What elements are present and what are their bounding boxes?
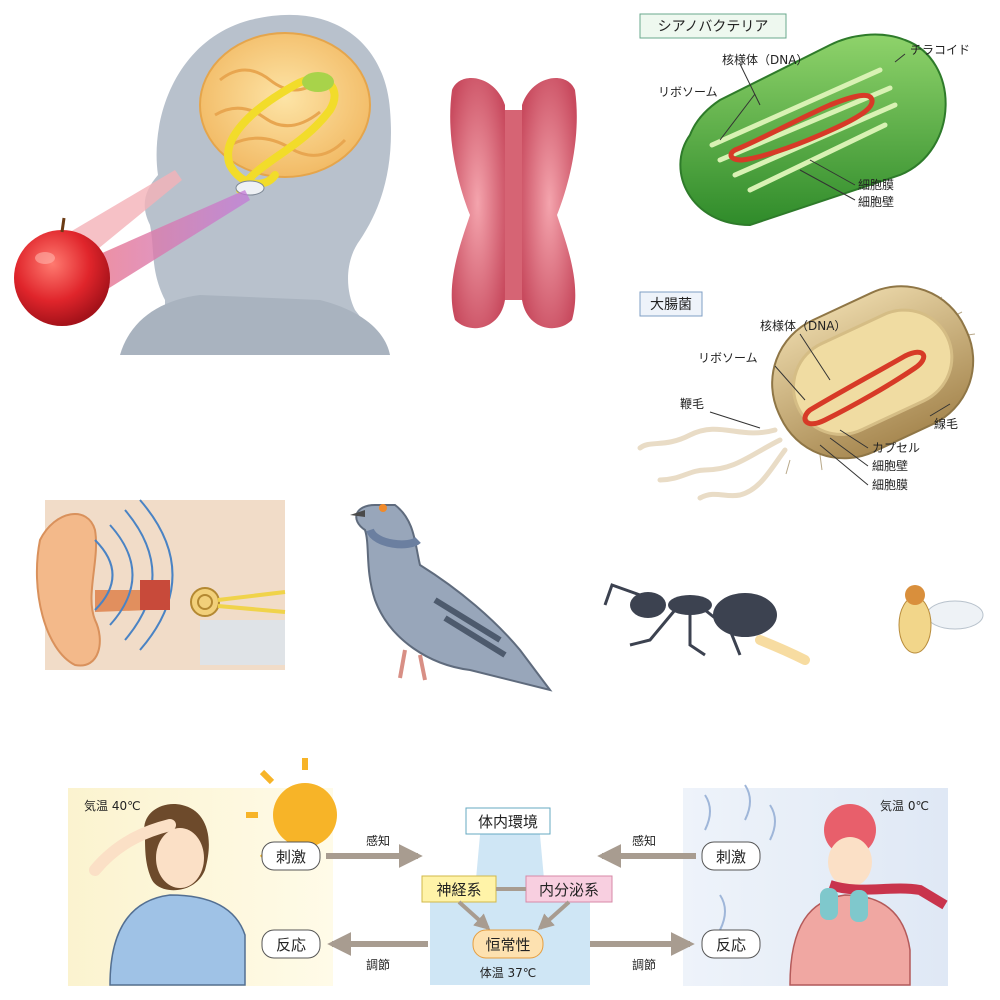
vision-illustration (14, 14, 391, 356)
pigeon-illustration (350, 504, 553, 692)
response-left-label: 反応 (276, 936, 306, 954)
ant-abdomen (713, 593, 777, 637)
light-beam-upper (65, 170, 182, 262)
response-left-box (261, 929, 321, 959)
outer-ear (35, 513, 101, 667)
ecoli-flagellum (637, 426, 788, 501)
pigeon-eye (379, 504, 387, 512)
ecoli-label-pilus: 線毛 (934, 416, 958, 431)
body-temperature-label: 体温 37℃ (480, 966, 537, 980)
cyanobacteria-label-cell-membrane: 細胞膜 (858, 178, 894, 192)
ear-illustration (35, 499, 286, 670)
sun-icon (246, 758, 337, 861)
endocrine-system-label: 内分泌系 (539, 881, 599, 899)
fly-body (898, 596, 932, 654)
homeostasis-box (472, 929, 544, 959)
snow-streaks (704, 784, 776, 931)
internal-env-box (465, 807, 551, 835)
thylakoid-membranes (709, 67, 898, 193)
fruit-fly-illustration (898, 585, 984, 654)
cyanobacteria-label-thylakoid: チラコイド (910, 43, 970, 57)
ecoli-label-ribosome: リボソーム (698, 351, 758, 365)
homeostasis-label: 恒常性 (485, 936, 530, 954)
ecoli-label-capsule: カプセル (872, 441, 920, 455)
light-beam-lower (75, 190, 250, 300)
body-silhouette (430, 820, 590, 985)
sound-waves (94, 499, 174, 651)
pigeon-neck (366, 527, 421, 549)
fly-wing (926, 600, 984, 630)
cyanobacteria-title: シアノバクテリア (658, 19, 769, 35)
cyanobacteria-label-nucleoid: 核様体（DNA） (722, 53, 808, 67)
internal-env-label: 体内環境 (478, 813, 538, 831)
ecoli-dna (802, 349, 927, 427)
nervous-system-label: 神経系 (436, 881, 481, 899)
cyanobacteria-body (679, 33, 947, 227)
stimulus-left-label: 刺激 (276, 848, 306, 866)
cyanobacteria-diagram: シアノバクテリア 核様体（DNA） チラコイド リボソーム 細胞膜 細胞壁 (639, 13, 970, 227)
regulate-left-label: 調節 (366, 957, 390, 972)
stimulus-right-label: 刺激 (716, 848, 746, 866)
cyanobacteria-label-ribosome: リボソーム (658, 85, 718, 99)
hot-person (89, 804, 246, 986)
sense-left-label: 感知 (366, 833, 390, 848)
pigeon-wing-bars (433, 597, 507, 658)
apple-icon (14, 217, 110, 326)
ant-head (630, 592, 666, 618)
cyanobacteria-dna (728, 92, 875, 163)
ant-thorax (668, 595, 712, 615)
cochlea-icon (190, 587, 220, 617)
cyanobacteria-title-box (639, 13, 787, 39)
fly-head (905, 585, 925, 605)
neck-shoulder (120, 295, 390, 355)
ecoli-label-flagellum: 鞭毛 (680, 397, 704, 411)
stimulus-left-box (261, 841, 321, 871)
nervous-system-box (421, 875, 497, 903)
ecoli-title: 大腸菌 (650, 297, 692, 313)
ecoli-title-box (639, 291, 703, 317)
cyanobacteria-label-cell-wall: 細胞壁 (858, 194, 894, 209)
ant-trail (755, 635, 810, 665)
pigeon-body (355, 504, 553, 692)
auditory-nerve (217, 590, 286, 614)
response-right-box (701, 929, 761, 959)
homeostasis-diagram: 気温 40℃ 気温 0℃ 体内環境 神経系 内分泌系 恒常性 体温 37℃ 刺激… (68, 758, 948, 986)
response-right-label: 反応 (716, 936, 746, 954)
pigeon-beak (350, 510, 365, 517)
ant-illustration (603, 583, 810, 665)
cold-temperature-label: 気温 0℃ (880, 798, 929, 813)
ecoli-diagram: 大腸菌 核様体（DNA） リボソーム 鞭毛 線毛 カプセル 細胞壁 細胞膜 (637, 285, 976, 501)
pigeon-legs (398, 649, 427, 681)
stimulus-right-box (701, 841, 761, 871)
ecoli-label-cell-membrane: 細胞膜 (872, 478, 908, 492)
ear-canal (95, 590, 150, 612)
ant-legs (603, 583, 742, 657)
visual-cortex (302, 72, 334, 92)
regulate-right-label: 調節 (632, 957, 656, 972)
chromosome (450, 78, 577, 329)
optic-pathway (224, 75, 339, 194)
sense-right-label: 感知 (632, 833, 656, 848)
ecoli-label-cell-wall: 細胞壁 (872, 458, 908, 473)
ecoli-label-nucleoid: 核様体（DNA） (760, 319, 846, 333)
hot-temperature-label: 気温 40℃ (84, 798, 141, 813)
cold-person (789, 804, 948, 986)
